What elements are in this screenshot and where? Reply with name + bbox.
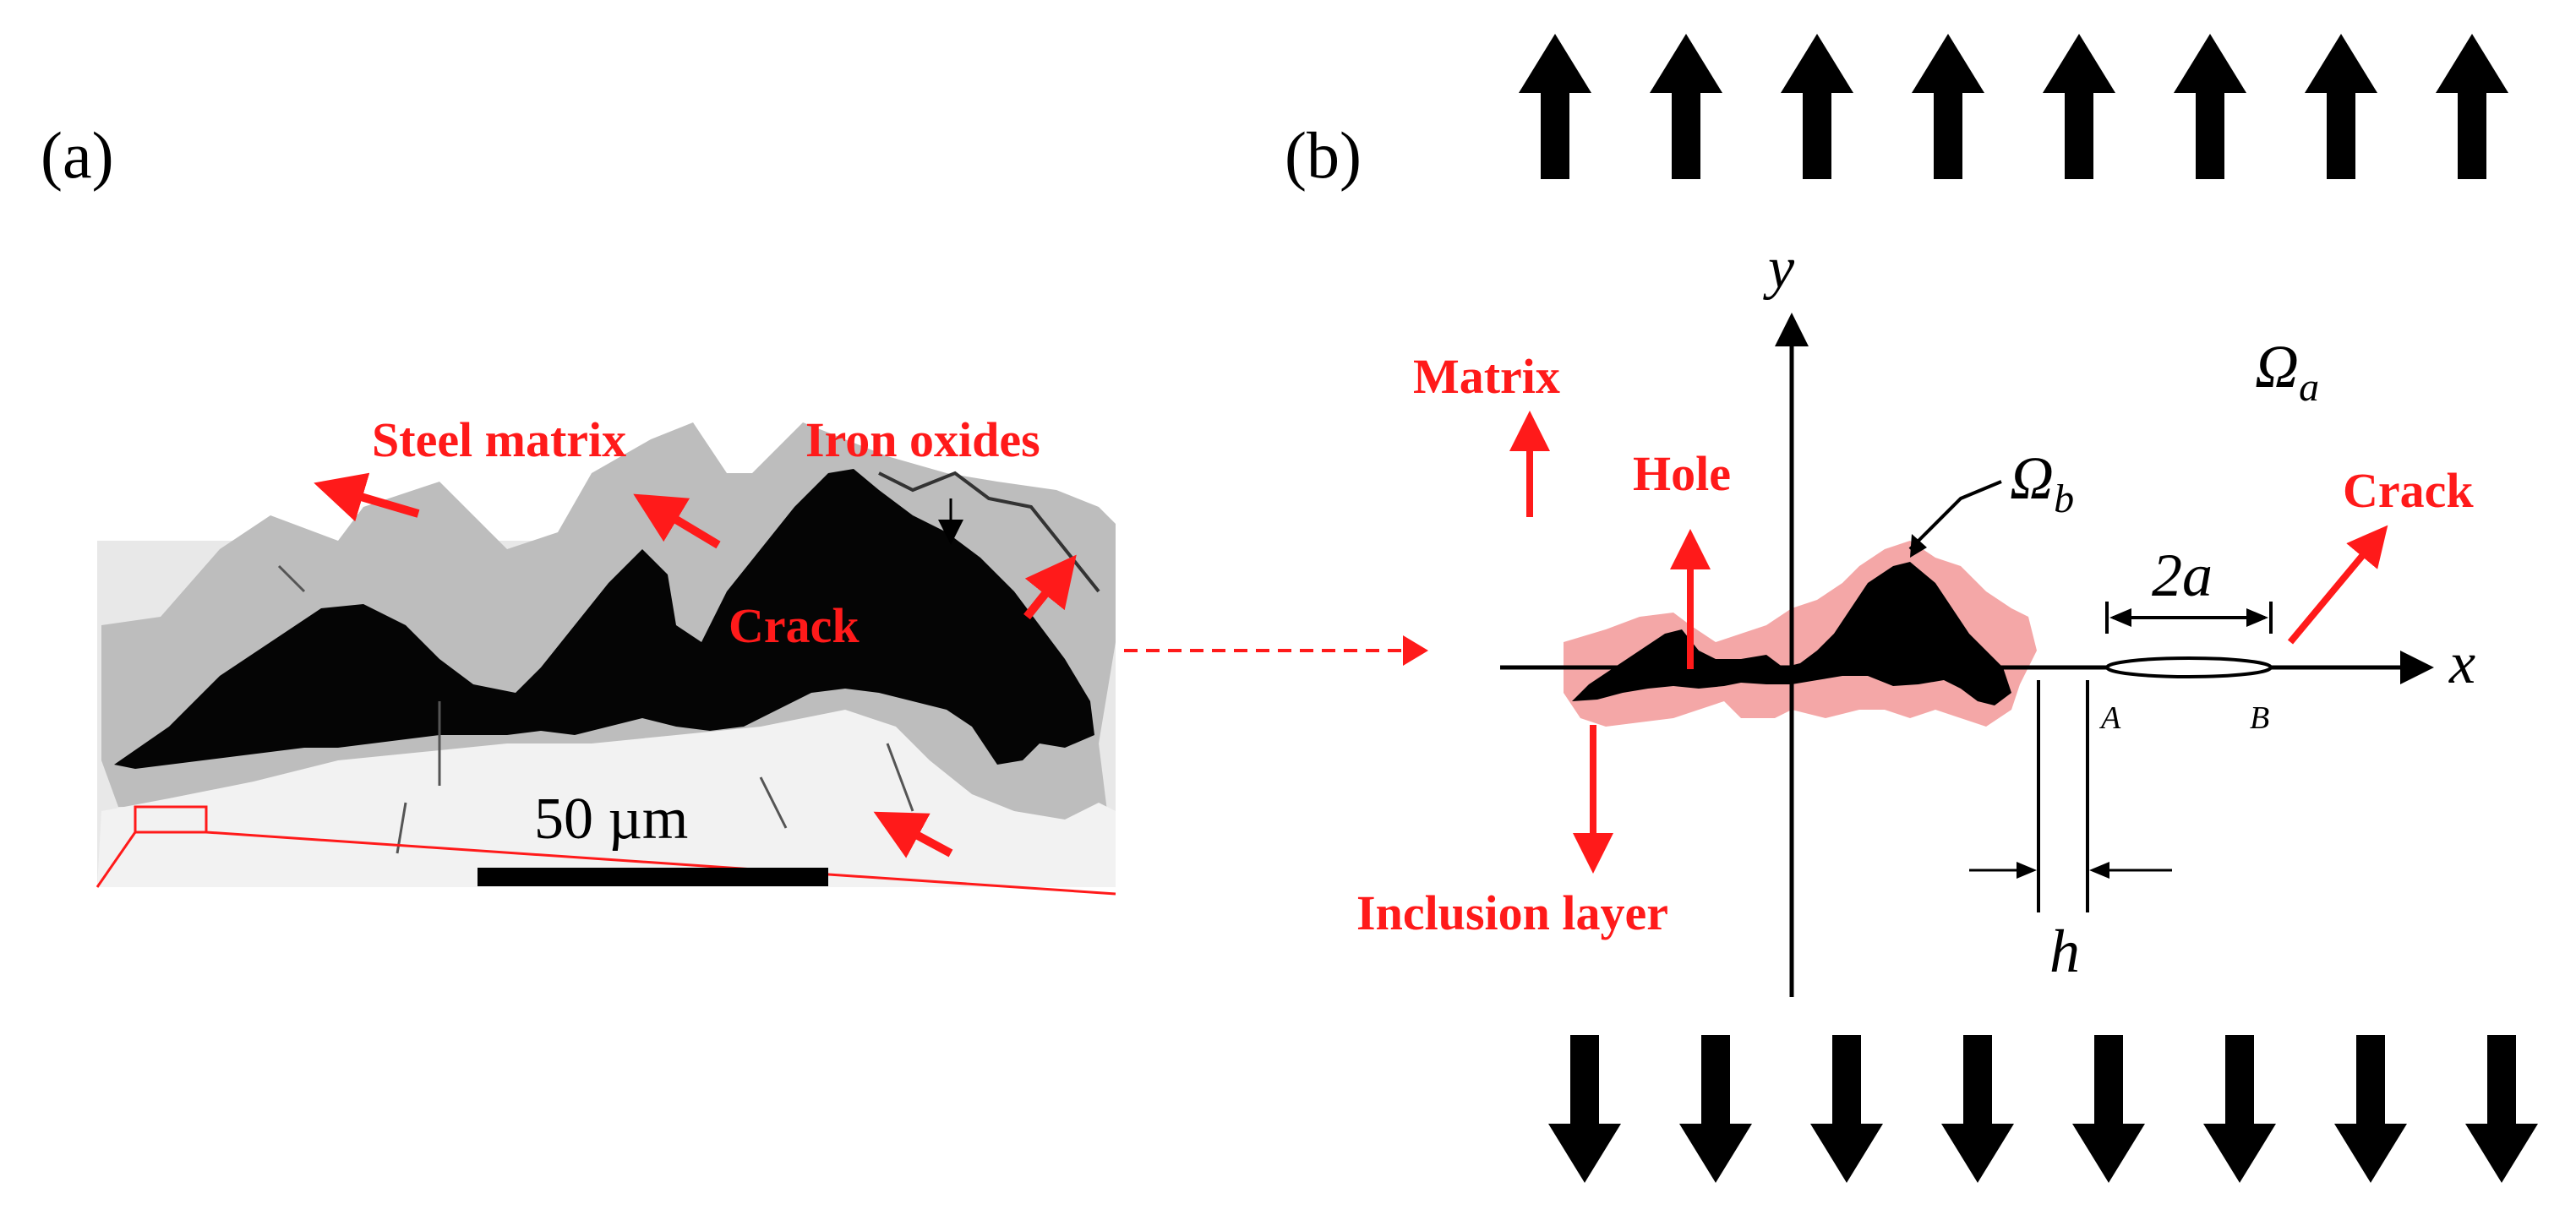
crack-arrow-b: [2287, 525, 2388, 645]
micrograph-image: [96, 422, 1116, 896]
crack-label-a: Crack: [729, 598, 860, 653]
panel-a-label: (a): [41, 118, 114, 192]
iron-oxides-label: Iron oxides: [805, 412, 1040, 467]
crack-length-label: 2a: [2152, 542, 2213, 609]
omega-b-pointer: [1908, 480, 2002, 551]
load-arrow-up-2: [1650, 34, 1722, 179]
omega-a-label: Ωa: [2255, 333, 2319, 410]
load-arrow-down-4: [1941, 1035, 2014, 1183]
y-axis-label: y: [1763, 236, 1795, 301]
bottom-load-arrows: [1548, 1035, 2538, 1183]
load-arrow-down-1: [1548, 1035, 1621, 1183]
panel-b: (b) x y A B 2a h Ωa Ωb: [1285, 34, 2538, 1183]
steel-matrix-label: Steel matrix: [372, 412, 626, 467]
crack-label-b: Crack: [2343, 463, 2474, 518]
load-arrow-down-6: [2203, 1035, 2276, 1183]
hole-label: Hole: [1633, 446, 1731, 501]
load-arrow-down-3: [1810, 1035, 1883, 1183]
load-arrow-up-8: [2436, 34, 2508, 179]
omega-b-label: Ωb: [2010, 444, 2074, 521]
load-arrow-down-7: [2334, 1035, 2407, 1183]
load-arrow-up-3: [1781, 34, 1853, 179]
crack-ellipse: [2105, 656, 2273, 678]
matrix-label: Matrix: [1413, 349, 1560, 404]
panel-b-label: (b): [1285, 118, 1362, 192]
top-load-arrows: [1519, 34, 2508, 179]
load-arrow-down-8: [2465, 1035, 2538, 1183]
load-arrow-up-6: [2174, 34, 2246, 179]
panel-a: (a) 50 µm Steel matrix I: [41, 118, 1428, 896]
inset-box: [134, 805, 208, 834]
point-a-label: A: [2098, 700, 2121, 736]
load-arrow-down-5: [2072, 1035, 2145, 1183]
load-arrow-up-5: [2043, 34, 2115, 179]
steel-matrix-arrow-2: [633, 493, 721, 549]
scale-bar: [478, 868, 828, 886]
load-arrow-up-7: [2305, 34, 2377, 179]
load-arrow-up-1: [1519, 34, 1591, 179]
load-arrow-up-4: [1912, 34, 1984, 179]
scale-bar-label: 50 µm: [534, 787, 688, 852]
x-axis-label: x: [2448, 631, 2475, 696]
steel-matrix-arrow: [314, 472, 420, 522]
point-b-label: B: [2250, 700, 2269, 736]
load-arrow-down-2: [1679, 1035, 1752, 1183]
iron-oxide-arrow-2: [873, 811, 953, 858]
inclusion-layer-label: Inclusion layer: [1356, 885, 1668, 940]
iron-oxide-arrow: [1023, 554, 1077, 620]
gap-label: h: [2049, 918, 2080, 985]
